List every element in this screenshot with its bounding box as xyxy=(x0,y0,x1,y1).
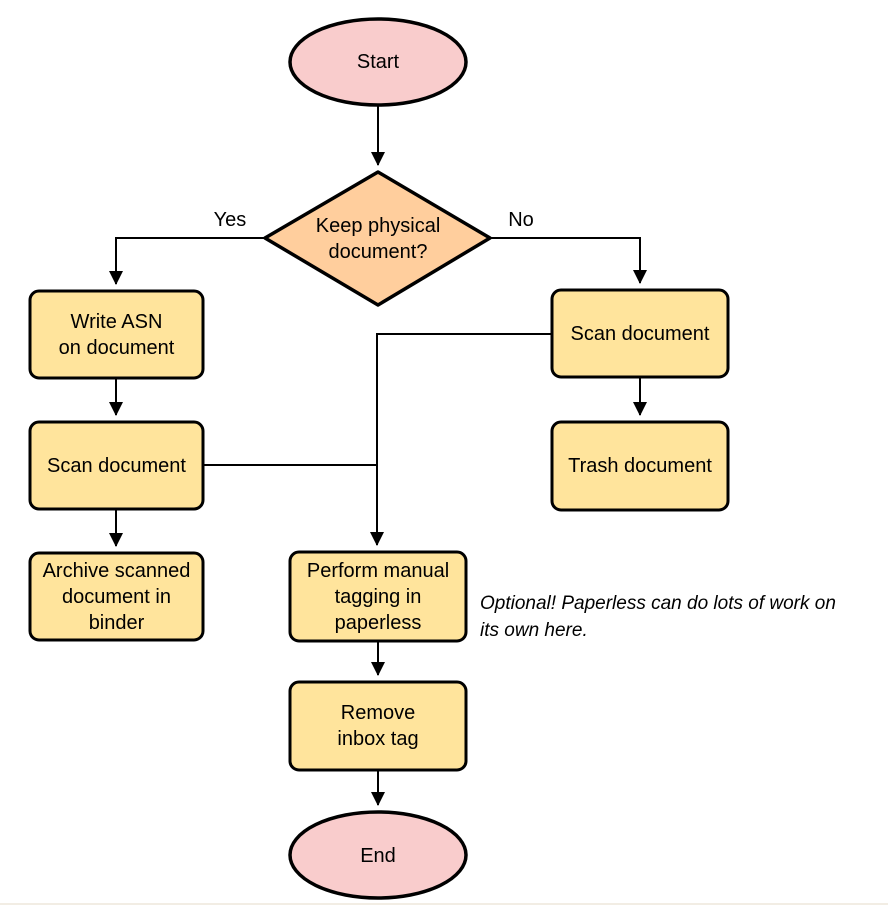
end-node-shape xyxy=(288,810,468,900)
edge-label-no: No xyxy=(508,209,534,231)
decision-node-shape xyxy=(263,170,492,307)
start-node-shape xyxy=(288,17,468,107)
edge-label-yes: Yes xyxy=(213,209,247,231)
connector-decision-yes-to-write-asn xyxy=(109,237,265,285)
tagging-node-shape xyxy=(288,550,468,643)
optional-annotation: Optional! Paperless can do lots of work … xyxy=(480,593,836,641)
connector-scan-right-to-tagging xyxy=(370,333,552,546)
trash-node-shape xyxy=(550,420,730,512)
write-asn-node-shape xyxy=(28,289,205,380)
remove-inbox-node-shape xyxy=(288,680,468,772)
connector-decision-no-to-scan-right xyxy=(490,237,647,284)
scan-left-node-shape xyxy=(28,420,205,511)
archive-node-shape xyxy=(28,551,205,642)
page-bottom-divider xyxy=(0,903,888,905)
scan-right-node-shape xyxy=(550,288,730,379)
